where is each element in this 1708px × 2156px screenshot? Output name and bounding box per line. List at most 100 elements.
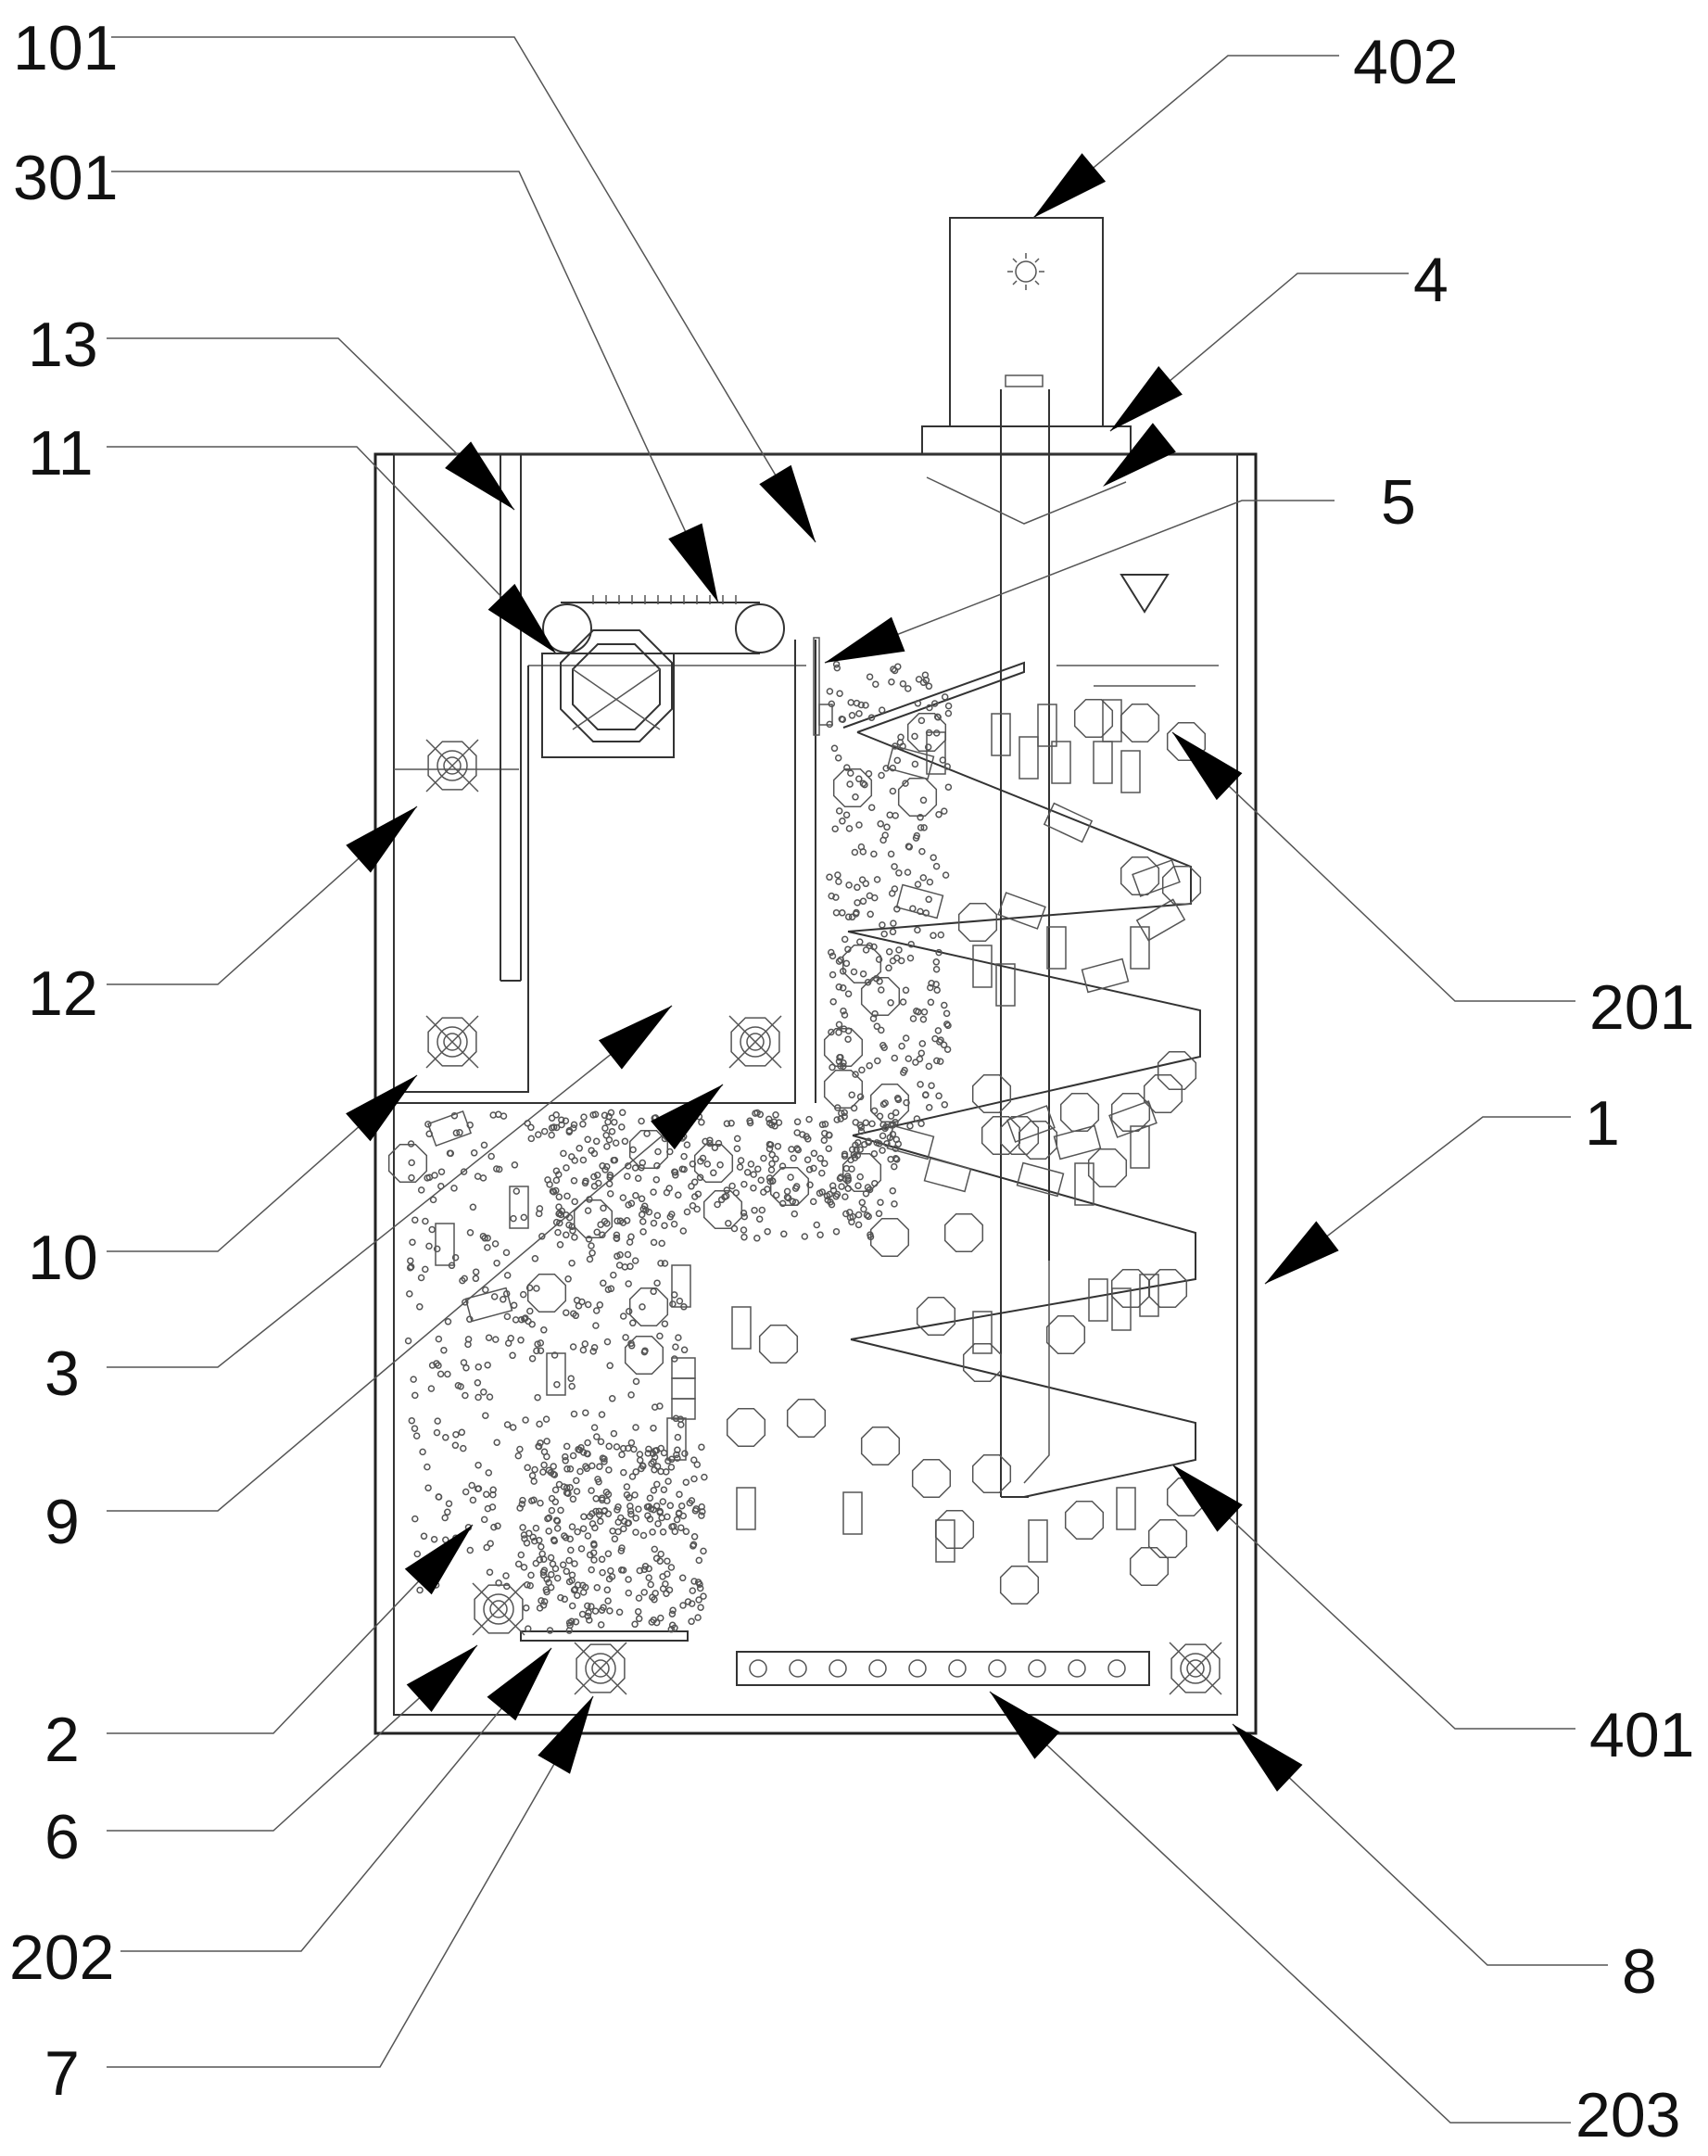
media-dot (624, 1519, 632, 1528)
media-dot (727, 1120, 735, 1127)
media-dot (580, 1113, 588, 1121)
media-dot (589, 1348, 597, 1355)
media-dot (867, 804, 876, 811)
media-dot (485, 1334, 493, 1341)
media-dot (527, 1123, 535, 1132)
media-dot (894, 1096, 903, 1104)
media-dot (816, 1189, 824, 1198)
media-dot (533, 1285, 540, 1292)
media-dot (856, 1146, 864, 1153)
media-dot (667, 1564, 676, 1571)
media-dot (829, 1063, 836, 1072)
media-dot (845, 881, 853, 889)
media-octagon (726, 1407, 766, 1448)
media-dot (510, 1214, 517, 1223)
media-dot (852, 1071, 859, 1078)
media-dot (611, 1156, 619, 1164)
label-203: 203 (1575, 2080, 1680, 2150)
media-dot (548, 1131, 555, 1139)
media-dot (540, 1326, 548, 1334)
media-block (923, 1157, 972, 1193)
media-dot (679, 1227, 688, 1235)
media-dot (653, 1480, 661, 1489)
media-dot (631, 1491, 639, 1499)
leader-9-arrow (651, 1084, 723, 1150)
media-dot (852, 793, 859, 801)
media-dot (840, 1007, 847, 1015)
media-dot (593, 1433, 601, 1440)
media-block (1130, 1125, 1150, 1169)
valve-ring (436, 750, 468, 781)
media-dot (534, 1340, 541, 1348)
media-dot (911, 732, 918, 741)
leader-2-arrow (404, 1525, 473, 1595)
media-dot (680, 1152, 688, 1160)
media-dot (664, 1513, 671, 1521)
media-dot (758, 1206, 766, 1214)
media-dot (460, 1444, 467, 1452)
media-dot (914, 881, 922, 888)
media-dot (698, 1119, 705, 1126)
media-dot (557, 1211, 565, 1219)
media-dot (520, 1213, 528, 1222)
media-dot (703, 1160, 712, 1168)
media-dot (871, 894, 879, 902)
media-dot (932, 729, 941, 737)
media-dot (585, 1236, 593, 1243)
media-dot (584, 1135, 591, 1144)
media-dot (556, 1241, 564, 1249)
media-dot (529, 1533, 537, 1541)
media-dot (791, 1210, 799, 1218)
media-dot (646, 1494, 654, 1502)
media-dot (650, 1219, 658, 1227)
media-dot (563, 1465, 571, 1473)
media-dot (524, 1464, 531, 1472)
media-dot (636, 1451, 644, 1458)
media-dot (590, 1149, 599, 1158)
leader-4-arrow (1110, 366, 1183, 431)
media-dot (588, 1242, 595, 1249)
media-dot (768, 1121, 776, 1129)
media-dot (924, 743, 932, 751)
leader-4 (1109, 273, 1409, 432)
media-dot (874, 1057, 881, 1065)
media-dot (826, 720, 833, 729)
media-dot (566, 1535, 574, 1543)
media-dot (411, 1515, 419, 1523)
media-dot (875, 1140, 883, 1148)
media-dot (562, 1117, 570, 1124)
media-dot (821, 1121, 829, 1128)
media-dot (804, 1135, 812, 1143)
media-dot (631, 1164, 639, 1172)
media-dot (474, 1485, 483, 1492)
media-dot (935, 810, 943, 818)
media-dot (484, 1361, 491, 1369)
media-dot (622, 1334, 629, 1341)
valve-icon (1169, 1642, 1222, 1695)
media-dot (550, 1123, 558, 1131)
media-dot (866, 1186, 874, 1194)
media-dot (889, 928, 897, 936)
media-dot (408, 1159, 415, 1167)
media-octagon (1045, 1314, 1086, 1355)
media-dot (563, 1484, 571, 1491)
valve-icon (472, 1582, 525, 1636)
media-dot (843, 1173, 852, 1180)
media-dot (528, 1320, 536, 1328)
media-dot (944, 1021, 952, 1030)
media-octagon (897, 777, 938, 818)
media-dot (536, 1555, 544, 1564)
media-dot (873, 1022, 881, 1031)
media-dot (912, 1059, 919, 1066)
media-dot (651, 1453, 659, 1461)
media-dot (597, 1517, 604, 1525)
media-dot (617, 1514, 625, 1522)
media-dot (627, 1342, 636, 1350)
media-dot (597, 1621, 605, 1629)
media-dot (775, 1119, 783, 1126)
media-dot (588, 1249, 596, 1257)
media-dot (625, 1280, 632, 1287)
media-dot (889, 1186, 897, 1195)
media-dot (891, 1054, 899, 1062)
media-dot (870, 850, 878, 858)
